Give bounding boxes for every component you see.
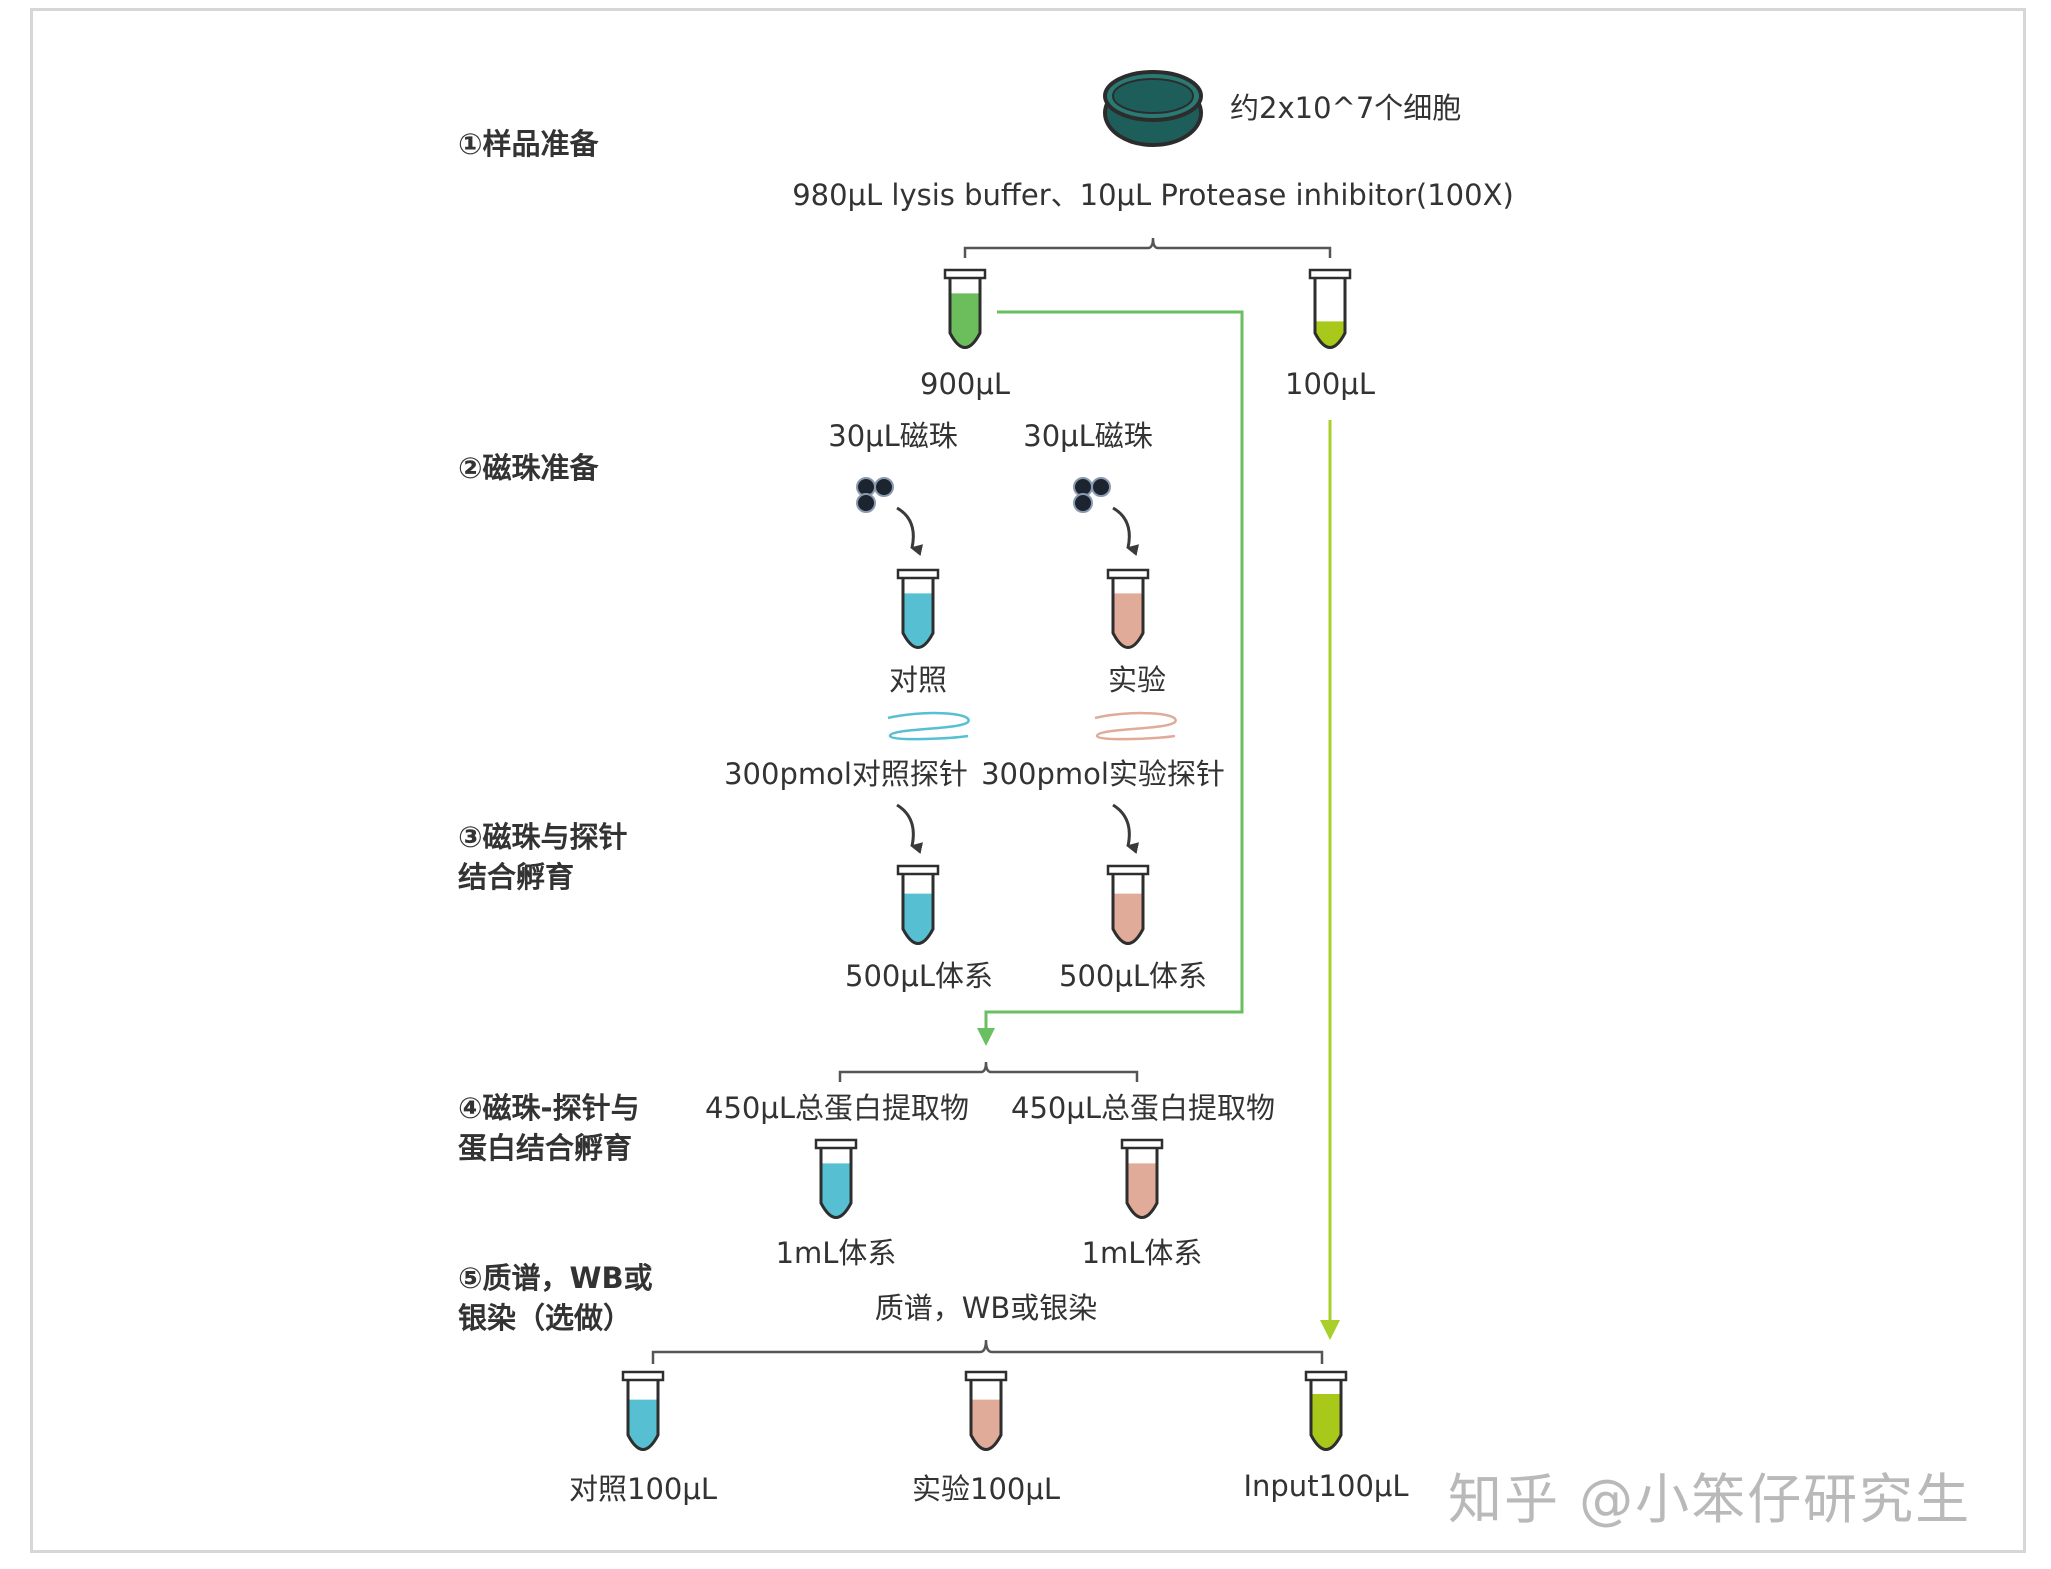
system-1ml-label-left: 1mL体系 — [775, 1236, 897, 1270]
tube-experiment-icon — [1120, 1138, 1164, 1219]
step-label-bead-prep: ②磁珠准备 — [458, 451, 599, 485]
final-control-label: 对照100μL — [569, 1472, 717, 1506]
tube-experiment-icon — [1106, 568, 1150, 649]
control-label: 对照 — [888, 663, 948, 697]
split-bracket-step4 — [838, 1061, 1139, 1082]
tube-cap — [964, 1370, 1008, 1382]
tube-control-icon — [621, 1370, 665, 1451]
petri-dish-icon — [1103, 70, 1203, 147]
probe-squiggle-icon — [1094, 711, 1177, 741]
tube-liquid — [1315, 321, 1345, 348]
tube-liquid — [950, 293, 980, 348]
system-1ml-label-right: 1mL体系 — [1081, 1236, 1203, 1270]
analysis-label: 质谱，WB或银染 — [874, 1291, 1098, 1325]
tube-cap — [1120, 1138, 1164, 1150]
tube-control-icon — [814, 1138, 858, 1219]
tube-cap — [896, 864, 940, 876]
tube-outline — [626, 1380, 660, 1451]
magnetic-beads-icon — [1073, 477, 1111, 513]
tube-outline — [901, 578, 935, 649]
step-label-protein-binding: ④磁珠-探针与 蛋白结合孵育 — [458, 1091, 640, 1165]
tube-input-icon — [1304, 1370, 1348, 1451]
step-label-analysis: ⑤质谱，WB或 银染（选做） — [458, 1261, 653, 1335]
figure-frame — [30, 8, 2026, 1553]
tube-cap — [1308, 268, 1352, 280]
protein-extract-label-right: 450μL总蛋白提取物 — [1011, 1091, 1275, 1125]
split-bracket-bottom — [651, 1339, 1324, 1364]
tube-experiment-icon — [1106, 864, 1150, 945]
probe-squiggle-icon — [887, 711, 970, 741]
curved-arrow-icon — [1112, 803, 1140, 854]
green-flow-line — [984, 310, 1244, 1030]
tube-cap — [621, 1370, 665, 1382]
tube-outline — [948, 278, 982, 349]
tube-liquid — [1113, 893, 1143, 944]
tube-liquid — [903, 893, 933, 944]
magnetic-beads-icon — [856, 477, 894, 513]
lime-arrowhead — [1320, 1320, 1340, 1340]
final-input-label: Input100μL — [1243, 1469, 1409, 1503]
volume-100-label: 100μL — [1285, 367, 1375, 401]
split-bracket-top — [963, 237, 1332, 258]
tube-900-icon — [943, 268, 987, 349]
tube-cap — [1106, 568, 1150, 580]
beads-label-right: 30μL磁珠 — [1023, 419, 1153, 453]
cell-count-label: 约2x10^7个细胞 — [1230, 91, 1462, 125]
green-arrowhead — [977, 1028, 995, 1046]
tube-liquid — [1113, 593, 1143, 648]
tube-outline — [1313, 278, 1347, 349]
probe-experiment-label: 300pmol实验探针 — [981, 757, 1225, 791]
tube-cap — [896, 568, 940, 580]
tube-cap — [1106, 864, 1150, 876]
beads-label-left: 30μL磁珠 — [828, 419, 958, 453]
watermark-text: 知乎 @小笨仔研究生 — [1448, 1468, 1972, 1531]
tube-liquid — [821, 1163, 851, 1218]
lysis-buffer-label: 980μL lysis buffer、10μL Protease inhibit… — [792, 178, 1514, 212]
step-label-bead-probe-incubation: ③磁珠与探针 结合孵育 — [458, 820, 628, 894]
tube-liquid — [971, 1399, 1001, 1450]
curved-arrow-icon — [896, 506, 924, 556]
step-label-sample-prep: ①样品准备 — [458, 127, 599, 161]
protein-extract-label-left: 450μL总蛋白提取物 — [705, 1091, 969, 1125]
tube-liquid — [628, 1399, 658, 1450]
tube-liquid — [1311, 1394, 1341, 1450]
tube-outline — [901, 874, 935, 945]
tube-liquid — [903, 593, 933, 648]
tube-liquid — [1127, 1163, 1157, 1218]
tube-outline — [1309, 1380, 1343, 1451]
tube-outline — [819, 1148, 853, 1219]
tube-outline — [1111, 578, 1145, 649]
tube-control-icon — [896, 568, 940, 649]
final-experiment-label: 实验100μL — [912, 1472, 1060, 1506]
tube-outline — [969, 1380, 1003, 1451]
curved-arrow-icon — [896, 803, 924, 854]
system-500-label-right: 500μL体系 — [1059, 959, 1207, 993]
tube-outline — [1111, 874, 1145, 945]
system-500-label-left: 500μL体系 — [845, 959, 993, 993]
probe-control-label: 300pmol对照探针 — [724, 757, 968, 791]
tube-cap — [814, 1138, 858, 1150]
tube-outline — [1125, 1148, 1159, 1219]
experiment-label: 实验 — [1107, 663, 1167, 697]
tube-cap — [1304, 1370, 1348, 1382]
tube-cap — [943, 268, 987, 280]
volume-900-label: 900μL — [920, 367, 1010, 401]
tube-experiment-icon — [964, 1370, 1008, 1451]
curved-arrow-icon — [1112, 506, 1140, 556]
tube-100-icon — [1308, 268, 1352, 349]
tube-control-icon — [896, 864, 940, 945]
